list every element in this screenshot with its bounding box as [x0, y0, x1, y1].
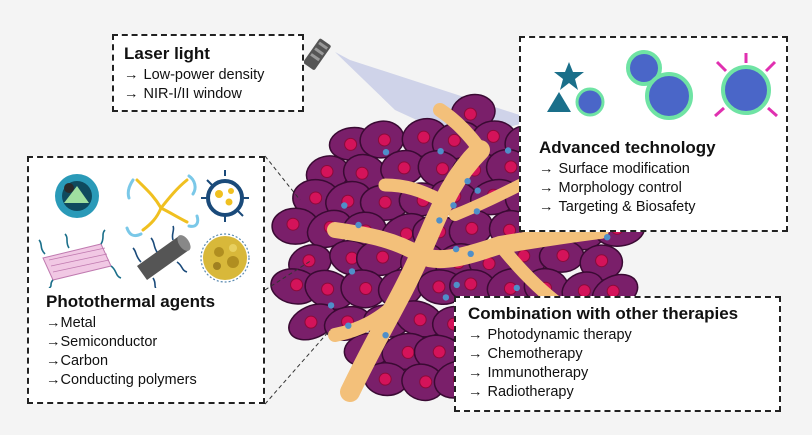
- advanced-technology-text: Advanced technology →Surface modificatio…: [539, 138, 716, 217]
- sphere-nanoparticle-icon: [575, 87, 605, 117]
- laser-light-title: Laser light: [124, 44, 210, 63]
- arrow-icon: →: [124, 67, 139, 83]
- nanoparticle-dot: [604, 234, 611, 241]
- nanoparticle-dot: [513, 284, 520, 292]
- large-nanoparticle-icon: [645, 72, 693, 120]
- photothermal-agents-list: →Metal →Semiconductor →Carbon →Conductin…: [46, 314, 215, 390]
- conducting-polymer-icon: [200, 233, 250, 283]
- list-item: →Metal: [46, 315, 96, 331]
- arrow-icon: →: [468, 346, 483, 362]
- nanoparticle-icons: [547, 50, 778, 120]
- nanoparticle-dot: [341, 202, 348, 209]
- laser-light-list: →Low-power density →NIR-I/II window: [124, 66, 292, 104]
- arrow-icon: →: [468, 365, 483, 381]
- star-nanoparticle-icon: [554, 62, 584, 90]
- advanced-technology-title: Advanced technology: [539, 138, 716, 157]
- nanoparticle-dot: [382, 149, 390, 156]
- list-item: →Conducting polymers: [46, 372, 197, 388]
- list-item: →Radiotherapy: [468, 384, 574, 400]
- triangle-nanoparticle-icon: [547, 92, 571, 112]
- list-item: →NIR-I/II window: [124, 86, 242, 102]
- list-item: →Surface modification: [539, 161, 690, 177]
- nanoparticle-dot: [345, 322, 352, 329]
- arrow-icon: →: [468, 327, 483, 343]
- arrow-icon: →: [46, 353, 61, 369]
- arrow-icon: →: [46, 372, 61, 388]
- nanoparticle-dot: [473, 208, 481, 215]
- arrow-icon: →: [539, 161, 554, 177]
- combination-therapies-title: Combination with other therapies: [468, 304, 739, 323]
- nanoparticle-dot: [442, 294, 450, 301]
- carbon-vesicle-icon: [201, 170, 249, 222]
- photothermal-agents-panel: Photothermal agents →Metal →Semiconducto…: [27, 156, 265, 404]
- advanced-technology-panel: Advanced technology →Surface modificatio…: [519, 36, 788, 232]
- connector-line: [264, 155, 301, 201]
- list-item: →Immunotherapy: [468, 365, 589, 381]
- arrow-icon: →: [539, 199, 554, 215]
- arrow-icon: →: [46, 315, 61, 331]
- nanoparticle-dot: [355, 221, 362, 229]
- nanoparticle-dot: [436, 217, 443, 224]
- tumor-cell: [363, 362, 409, 397]
- nanoparticle-dot: [464, 178, 471, 185]
- list-item: →Targeting & Biosafety: [539, 199, 696, 215]
- tumor-cell: [449, 268, 496, 304]
- nanoparticle-dot: [450, 202, 457, 209]
- list-item: →Low-power density: [124, 67, 265, 83]
- arrow-icon: →: [46, 334, 61, 350]
- nanoparticle-dot: [467, 250, 474, 257]
- nanoparticle-dot: [348, 268, 356, 275]
- nanoparticle-dot: [504, 147, 512, 154]
- laser-device-icon: [303, 38, 331, 70]
- carbon-nanotube-icon: [132, 225, 191, 288]
- arrow-icon: →: [124, 86, 139, 102]
- nanoparticle-dot: [453, 281, 460, 289]
- photothermal-agent-icons: [38, 170, 250, 288]
- tumor-cell: [304, 269, 355, 311]
- list-item: →Chemotherapy: [468, 346, 583, 362]
- tumor-cell: [340, 269, 387, 309]
- tumor-cell: [359, 120, 405, 159]
- nanoparticle-dot: [474, 187, 481, 194]
- list-item: →Carbon: [46, 353, 109, 369]
- photothermal-agents-text: Photothermal agents →Metal →Semiconducto…: [46, 292, 215, 390]
- nanoparticle-dot: [437, 148, 444, 155]
- connector-line: [264, 329, 331, 405]
- nanoparticle-dot: [382, 332, 389, 339]
- metal-nanoparticle-icon: [55, 174, 99, 218]
- combination-therapies-list: →Photodynamic therapy →Chemotherapy →Imm…: [468, 326, 767, 402]
- arrow-icon: →: [539, 180, 554, 196]
- list-item: →Photodynamic therapy: [468, 327, 632, 343]
- targeted-nanoparticle-icon: [714, 53, 778, 118]
- nanoparticle-dot: [327, 302, 335, 309]
- laser-light-panel: Laser light →Low-power density →NIR-I/II…: [112, 34, 304, 112]
- combination-therapies-panel: Combination with other therapies →Photod…: [454, 296, 781, 412]
- connector-line: [264, 259, 313, 291]
- coated-nanoparticle-icon: [626, 50, 662, 86]
- arrow-icon: →: [468, 384, 483, 400]
- list-item: →Morphology control: [539, 180, 682, 196]
- tumor-cell: [288, 303, 338, 341]
- photothermal-agents-title: Photothermal agents: [46, 292, 216, 311]
- advanced-technology-list: →Surface modification →Morphology contro…: [539, 160, 716, 217]
- nanoparticle-dot: [452, 245, 460, 253]
- list-item: →Semiconductor: [46, 334, 158, 350]
- graphene-sheet-icon: [38, 229, 122, 288]
- semiconductor-network-icon: [125, 174, 200, 238]
